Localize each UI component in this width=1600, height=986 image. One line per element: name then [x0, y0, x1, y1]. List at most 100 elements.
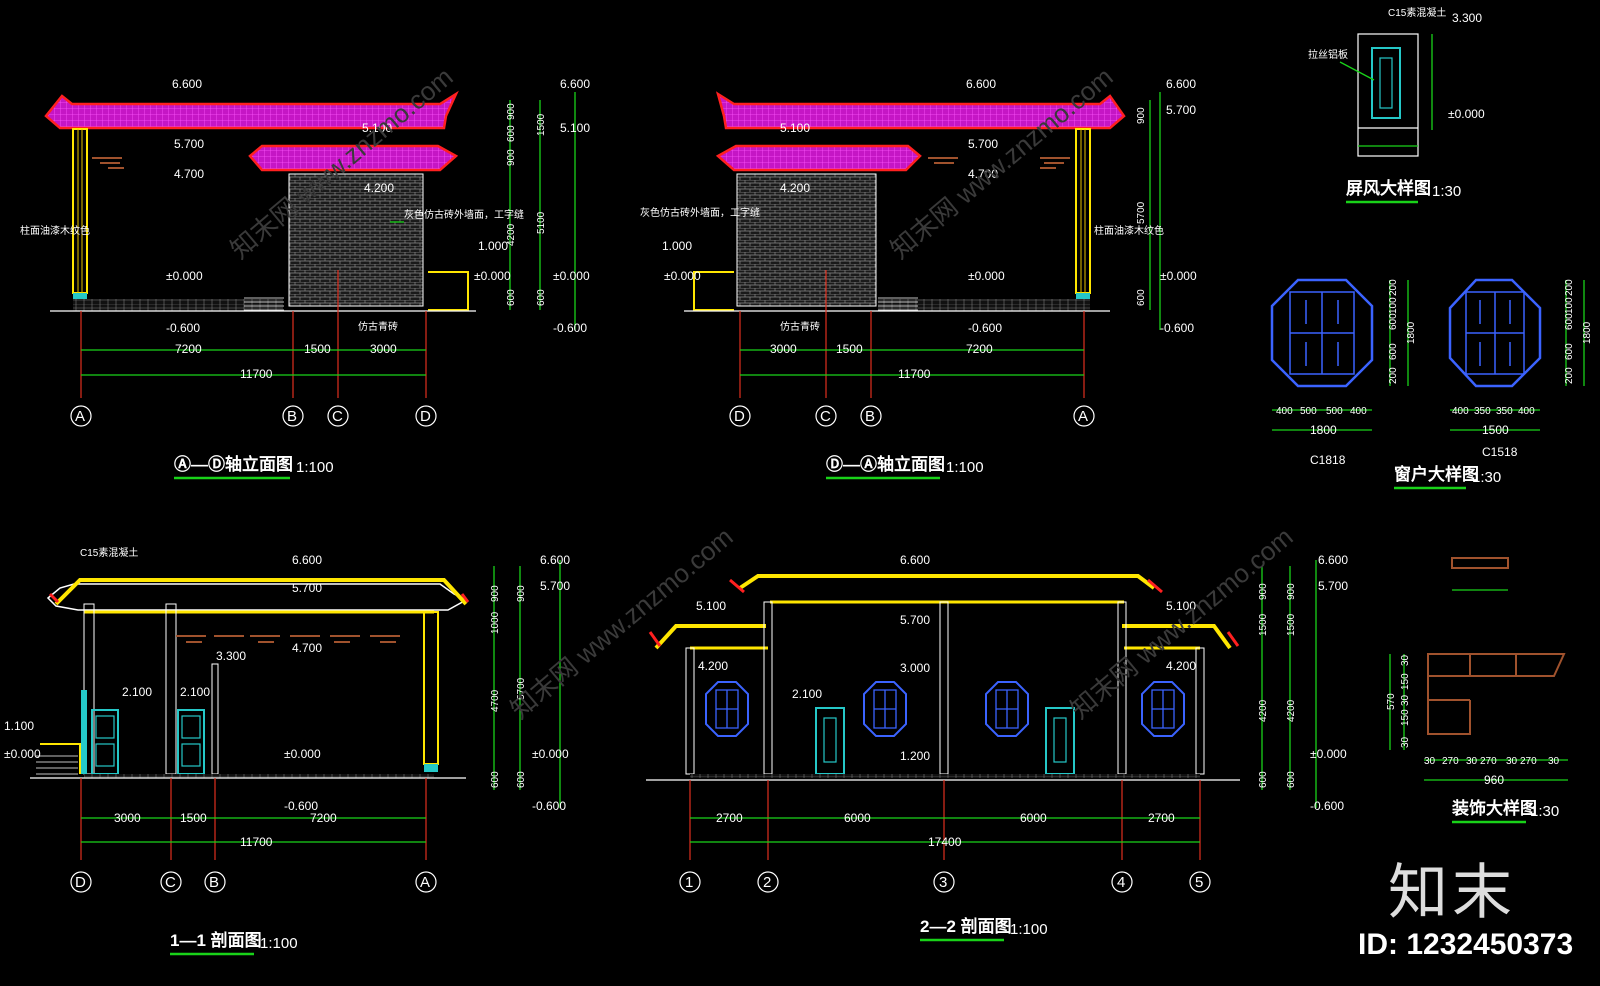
dim-label: 1500: [304, 342, 331, 356]
dim-label: 900: [1258, 583, 1269, 600]
level-label: -0.600: [532, 799, 566, 813]
dim-label: 30: [1400, 736, 1411, 748]
dim-label: 1500: [1482, 423, 1509, 437]
dim-label: 900: [490, 585, 501, 602]
dim-label: 900: [506, 103, 517, 120]
paving-band: [73, 299, 283, 311]
view-title: Ⓐ—Ⓓ轴立面图: [174, 454, 293, 474]
note-text: 灰色仿古砖外墙面，工字缝: [404, 208, 524, 221]
level-label: 2.100: [122, 685, 152, 699]
dim-label: 2700: [716, 811, 743, 825]
dim-label: 600: [1564, 343, 1575, 360]
dim-label: 270: [1442, 756, 1459, 767]
view-title: 屏风大样图: [1346, 178, 1431, 198]
dim-label: 30: [1400, 694, 1411, 706]
level-label: 2.100: [792, 687, 822, 701]
dim-label: 900: [516, 585, 527, 602]
view-title: 装饰大样图: [1451, 798, 1537, 818]
image-id: ID: 1232450373: [1358, 928, 1574, 961]
axis-bubble-label: B: [287, 408, 297, 425]
level-label: 4.200: [698, 659, 728, 673]
dim-label: 400: [1276, 406, 1293, 417]
dim-label: 200: [1564, 279, 1575, 296]
level-label: 4.700: [968, 167, 998, 181]
level-label: ±0.000: [166, 269, 203, 283]
octagon-window: [985, 681, 1029, 737]
dim-label: 600: [1388, 313, 1399, 330]
dim-label: 30: [1424, 756, 1436, 767]
dim-label: 900: [506, 149, 517, 166]
view-title: 2—2 剖面图: [920, 916, 1012, 936]
elevation-a-d: 6.600 5.100 5.700 4.700 4.200 1.000 ±0.0…: [20, 77, 590, 480]
octagon-window: [863, 681, 907, 737]
lower-roof: [248, 144, 459, 172]
level-label: -0.600: [968, 321, 1002, 335]
elevation-d-a: 6.600 5.100 5.700 4.700 4.200 1.000 ±0.0…: [640, 77, 1197, 480]
level-labels: 6.600 5.100 5.700 4.700 4.200 1.000 ±0.0…: [166, 77, 590, 335]
dim-label: 5700: [1136, 201, 1147, 224]
dim-label: 150: [1400, 709, 1411, 726]
section-2-2: 6.600 5.100 5.100 5.700 4.200 4.200 3.00…: [646, 553, 1348, 942]
level-label: 5.100: [1166, 599, 1196, 613]
view-scale: 1:100: [946, 459, 984, 476]
level-label: 5.700: [1166, 103, 1196, 117]
level-label: -0.600: [166, 321, 200, 335]
level-label: ±0.000: [553, 269, 590, 283]
level-label: 5.700: [540, 579, 570, 593]
dim-label: 1000: [490, 611, 501, 634]
level-label: 5.700: [174, 137, 204, 151]
dim-label: 350: [1474, 406, 1491, 417]
brick-wall: [288, 173, 424, 307]
dim-label: 1500: [1258, 613, 1269, 636]
level-label: ±0.000: [1310, 747, 1347, 761]
dim-label: 1500: [180, 811, 207, 825]
axis-bubble-label: 2: [763, 874, 771, 891]
axis-bubble-label: 5: [1195, 874, 1203, 891]
level-label: 3.300: [1452, 11, 1482, 25]
level-label: 4.200: [1166, 659, 1196, 673]
dim-label: 3000: [770, 342, 797, 356]
dim-label: 400: [1518, 406, 1535, 417]
level-label: 4.700: [174, 167, 204, 181]
level-label: ±0.000: [532, 747, 569, 761]
axis-bubbles: A B C D: [70, 405, 437, 427]
decoration-detail: 30 270 30 270 30 270 30 960 30 150 30 15…: [1386, 557, 1568, 824]
dim-label: 200: [1388, 279, 1399, 296]
dim-label: 200: [1388, 367, 1399, 384]
level-label: 1.100: [4, 719, 34, 733]
level-label: ±0.000: [664, 269, 701, 283]
view-title: 窗户大样图: [1394, 464, 1479, 484]
window-c1518: 400 350 350 400 1500 200 100 600 600 200…: [1448, 278, 1593, 459]
dim-label: 270: [1480, 756, 1497, 767]
main-roof: [44, 90, 459, 130]
view-scale: 1:30: [1432, 183, 1461, 200]
view-title: Ⓓ—Ⓐ轴立面图: [826, 454, 945, 474]
level-label: 5.700: [968, 137, 998, 151]
dim-label: 960: [1484, 773, 1504, 787]
section-roof: [46, 583, 468, 611]
dim-label: 1800: [1310, 423, 1337, 437]
dim-label: 11700: [240, 835, 273, 849]
dim-label: 7200: [175, 342, 202, 356]
dim-label: 11700: [240, 367, 273, 381]
dim-label: 350: [1496, 406, 1513, 417]
window-detail: 400 500 500 400 1800 200 100 600 600 200…: [1270, 278, 1593, 490]
level-label: 5.100: [560, 121, 590, 135]
dim-label: 17400: [928, 835, 962, 849]
dim-label: 150: [1400, 673, 1411, 690]
level-label: 5.700: [1318, 579, 1348, 593]
note-text: 仿古青砖: [358, 320, 398, 333]
dim-label: 3000: [114, 811, 141, 825]
dim-label: 500: [1326, 406, 1343, 417]
dim-label: 100: [1564, 297, 1575, 314]
axis-lines: [80, 270, 427, 398]
level-label: ±0.000: [474, 269, 511, 283]
level-label: -0.600: [1160, 321, 1194, 335]
dim-label: 900: [1286, 583, 1297, 600]
dim-label: 600: [1136, 289, 1147, 306]
level-label: 6.600: [172, 77, 202, 91]
level-label: 6.600: [966, 77, 996, 91]
dim-label: 1800: [1406, 321, 1417, 344]
level-label: ±0.000: [968, 269, 1005, 283]
dim-label: 30: [1466, 756, 1478, 767]
